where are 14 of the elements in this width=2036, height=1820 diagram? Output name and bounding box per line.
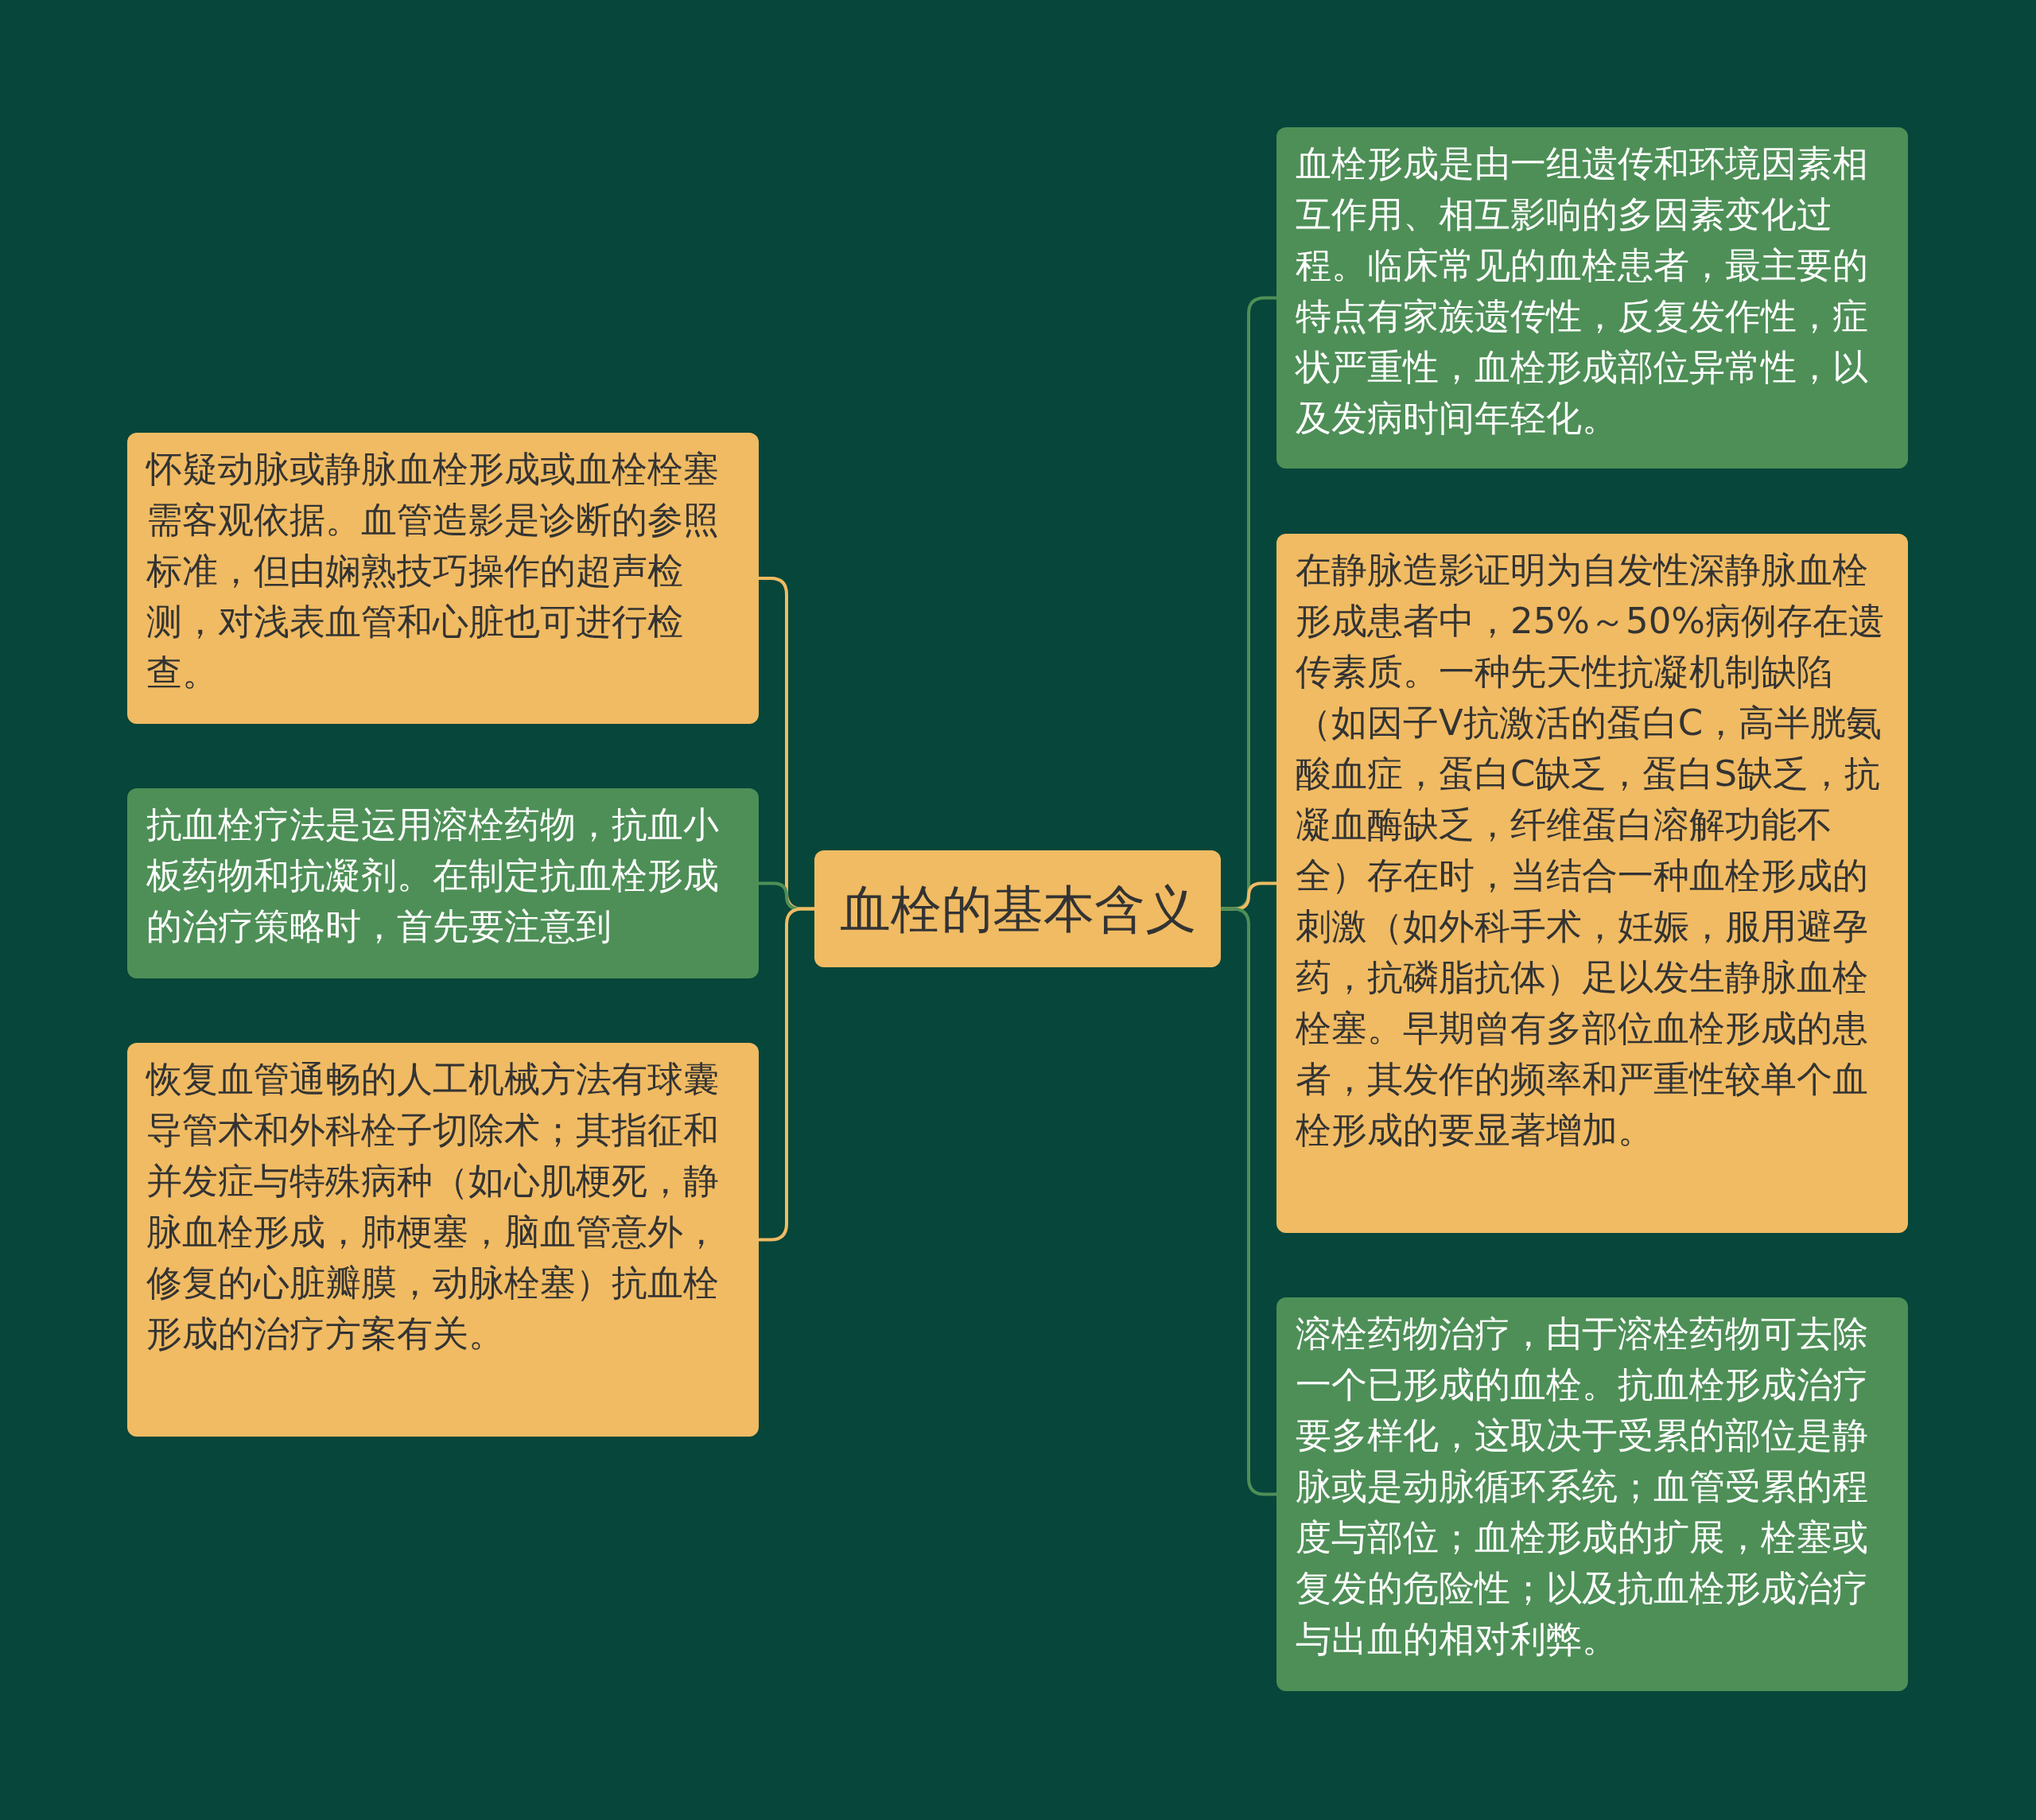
central-topic-text: 血栓的基本含义 [839,878,1196,940]
topic-text: 抗血栓疗法是运用溶栓药物，抗血小板药物和抗凝剂。在制定抗血栓形成的治疗策略时，首先要注意到 [146,803,720,949]
topic-box [1276,1297,1908,1691]
topic-text: 在静脉造影证明为自发性深静脉血栓形成患者中，25%～50%病例存在遗传素质。一种先天性抗凝机制缺陷（如因子Ⅴ抗激活的蛋白C，高半胱氨酸血症，蛋白C缺乏，蛋白S缺乏，抗凝血酶缺乏，纤维蛋白溶解功能不全）存在时，当结合一种血栓形成的刺激（如外科手术，妊娠，服用避孕药，抗磷脂抗体）足以发生静脉血栓栓塞。早期曾有多部位血栓形成的患者，其发作的频率和严重性较单个血栓形成的要显著增加。 [1296,548,1886,1153]
central-topic-box [814,850,1221,967]
topic-box [127,1043,759,1437]
topic-box [127,788,759,978]
topic-box [127,433,759,724]
topic-text: 恢复血管通畅的人工机械方法有球囊导管术和外科栓子切除术；其指征和并发症与特殊病种（如心肌梗死，静脉血栓形成，肺梗塞，脑血管意外，修复的心脏瓣膜，动脉栓塞）抗血栓形成的治疗方案有关。 [146,1057,720,1356]
topic-text: 血栓形成是由一组遗传和环境因素相互作用、相互影响的多因素变化过程。临床常见的血栓患者，最主要的特点有家族遗传性，反复发作性，症状严重性，血栓形成部位异常性，以及发病时间年轻化。 [1296,142,1869,441]
topic-text: 溶栓药物治疗，由于溶栓药物可去除一个已形成的血栓。抗血栓形成治疗要多样化，这取决于受累的部位是静脉或是动脉循环系统；血管受累的程度与部位；血栓形成的扩展，栓塞或复发的危险性；以及抗血栓形成治疗与出血的相对利弊。 [1296,1312,1869,1662]
topic-box [1276,534,1908,1233]
topic-box [1276,127,1908,469]
topic-text: 怀疑动脉或静脉血栓形成或血栓栓塞需客观依据。血管造影是诊断的参照标准，但由娴熟技巧操作的超声检测，对浅表血管和心脏也可进行检查。 [146,447,720,695]
